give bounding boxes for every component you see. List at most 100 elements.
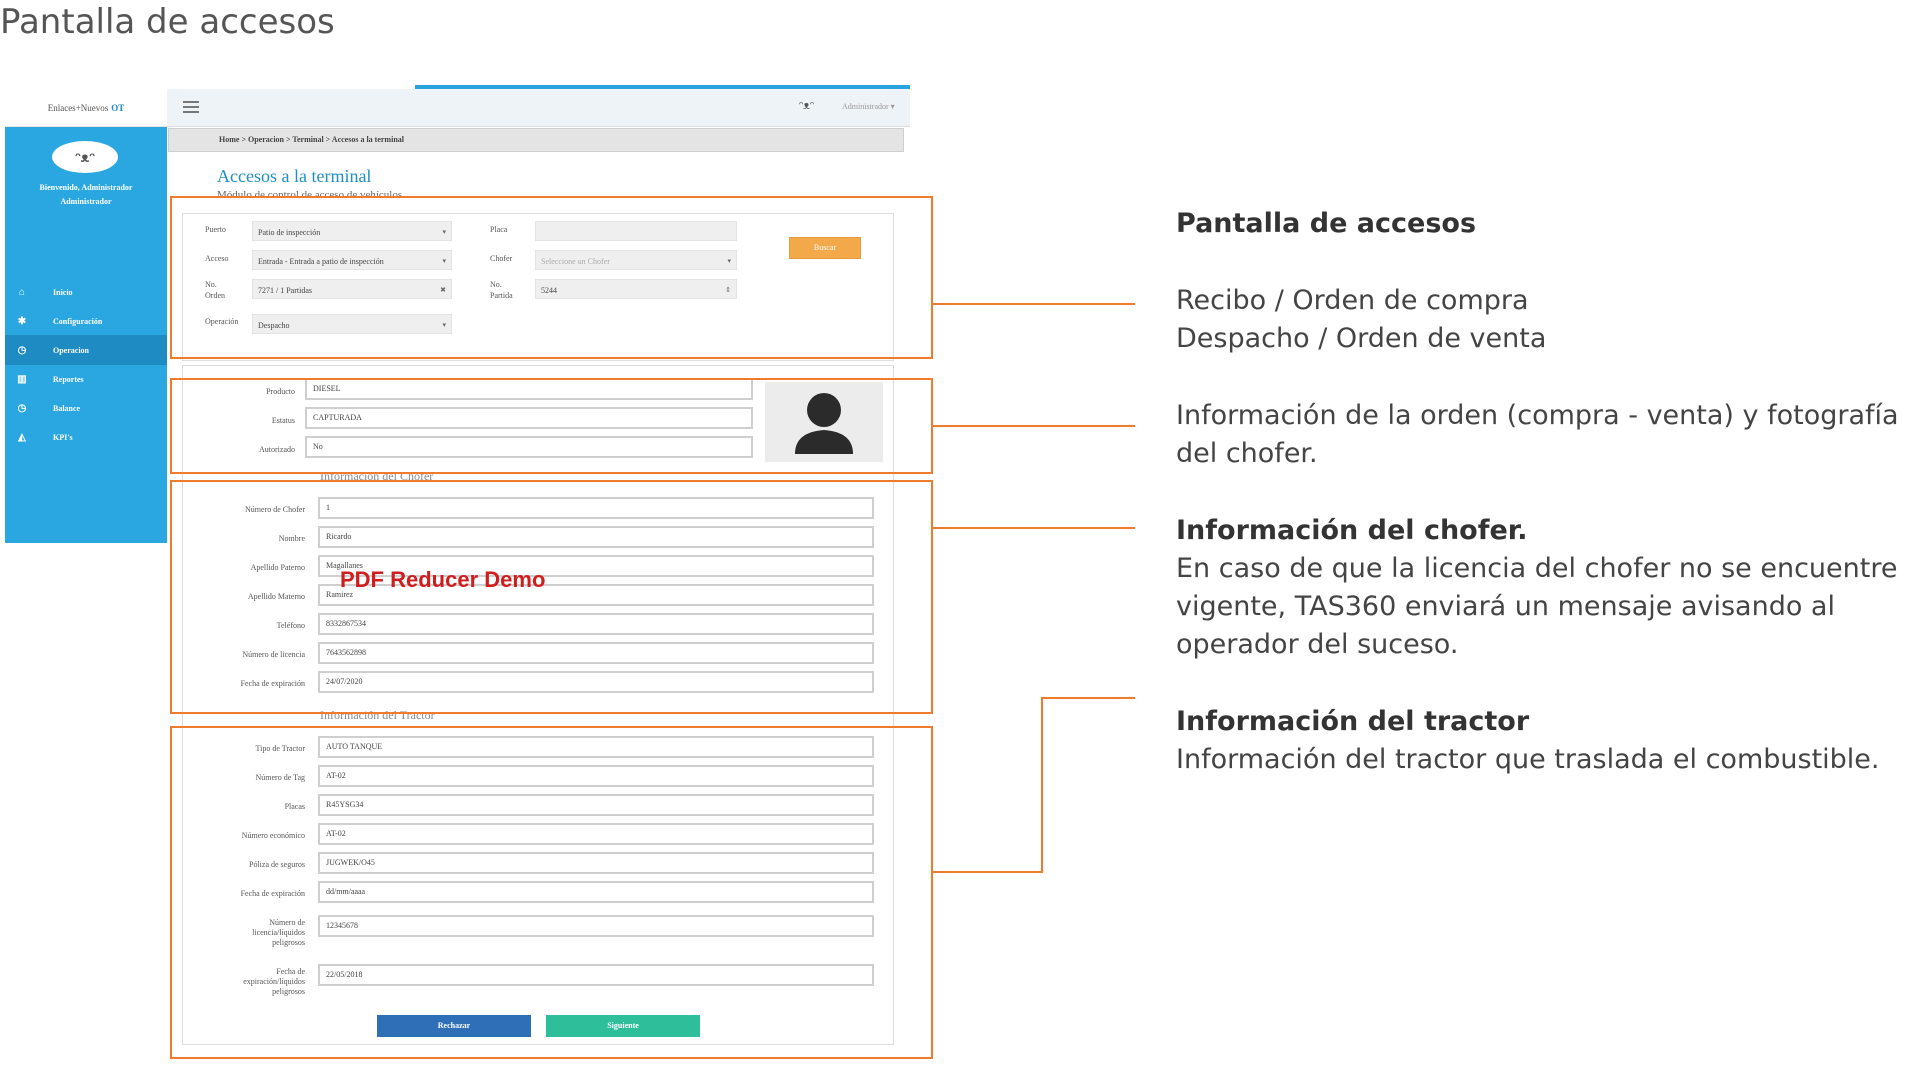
field-input[interactable]: JUGWEK/O45: [318, 852, 874, 874]
field-label: Placas: [284, 802, 305, 811]
hazmat-license-field[interactable]: 12345678: [318, 915, 874, 937]
placa-input[interactable]: [535, 221, 737, 241]
field-label: Apellido Materno: [247, 592, 305, 601]
welcome-text: Bienvenido, Administrador Administrador: [5, 181, 167, 209]
operacion-value: Despacho: [258, 321, 290, 330]
hamburger-menu-icon[interactable]: [183, 101, 199, 113]
stepper-icon[interactable]: ⇕: [725, 286, 731, 294]
clock-icon: ◷: [17, 402, 27, 414]
hazmat-exp-field[interactable]: 22/05/2018: [318, 964, 874, 986]
chofer-select[interactable]: Seleccione un Chofer▾: [535, 250, 737, 270]
field-label: Nombre: [278, 534, 305, 543]
field-label: Fecha de expiración: [240, 889, 305, 898]
sidebar-item-label: KPI's: [53, 432, 73, 442]
operacion-select[interactable]: Despacho ▾: [252, 314, 452, 334]
logo-text: Enlaces+Nuevos: [47, 102, 109, 113]
no-orden-label: No.Orden: [205, 280, 225, 300]
field-input[interactable]: Ricardo: [318, 526, 874, 548]
tractor-section-title: Información del Tractor: [320, 708, 435, 722]
estatus-field[interactable]: CAPTURADA: [305, 407, 753, 429]
person-icon: [795, 393, 853, 454]
highlight-driver-info: [170, 480, 933, 714]
annotation-orders: Recibo / Orden de compra Despacho / Orde…: [1176, 285, 1547, 354]
sidebar-item-reportes[interactable]: ▥ Reportes: [5, 364, 167, 394]
sidebar-item-configuracion[interactable]: ✱ Configuración: [5, 306, 167, 336]
field-input[interactable]: Ramirez: [318, 584, 874, 606]
field-label: Número de Tag: [255, 773, 306, 782]
field-input[interactable]: Magallanes: [318, 555, 874, 577]
connector-line: [933, 303, 1135, 305]
operacion-label: Operación: [205, 317, 239, 326]
annotation-order-photo: Información de la orden (compra - venta)…: [1176, 400, 1899, 469]
field-input[interactable]: AT-02: [318, 765, 874, 787]
top-progress-bar: [415, 85, 910, 89]
sidebar-item-operacion[interactable]: ◷Operacion: [5, 335, 167, 365]
acceso-select[interactable]: Entrada - Entrada a patio de inspección▾: [252, 250, 452, 270]
chevron-down-icon: ▾: [442, 228, 446, 236]
user-menu[interactable]: Administrador ▾: [842, 102, 895, 111]
reject-button[interactable]: Rechazar: [377, 1015, 531, 1037]
no-orden-select[interactable]: 7271 / 1 Partidas ✖: [252, 279, 452, 299]
sidebar-logo: ᵔᴥᵔ: [52, 141, 118, 173]
field-input[interactable]: 8332867534: [318, 613, 874, 635]
connector-line: [933, 425, 1135, 427]
sidebar-item-label: Reportes: [53, 374, 84, 384]
page-title: Accesos a la terminal: [217, 166, 372, 186]
connector-line: [1041, 697, 1135, 699]
sidebar-item-inicio[interactable]: ⌂Inicio: [5, 277, 167, 307]
sidebar-item-balance[interactable]: ◷ Balance: [5, 393, 167, 423]
field-label: Número de Chofer: [245, 505, 305, 514]
chevron-down-icon: ▾: [442, 257, 446, 265]
field-label: Póliza de seguros: [249, 860, 305, 869]
no-orden-value: 7271 / 1 Partidas: [258, 286, 312, 295]
sidebar-item-kpis[interactable]: ◭KPI's: [5, 422, 167, 452]
puerto-label: Puerto: [205, 225, 226, 234]
gear-icon: ✱: [17, 315, 27, 327]
field-input[interactable]: AUTO TANQUE: [318, 736, 874, 758]
field-input[interactable]: dd/mm/aaaa: [318, 881, 874, 903]
connector-line: [1041, 697, 1043, 873]
field-input[interactable]: 24/07/2020: [318, 671, 874, 693]
sidebar-item-label: Balance: [53, 403, 81, 413]
no-partida-value: 5244: [541, 286, 557, 295]
sidebar-item-label: Configuración: [53, 316, 103, 326]
chofer-label: Chofer: [490, 254, 513, 263]
autorizado-label: Autorizado: [259, 445, 295, 454]
driver-photo: [765, 382, 883, 462]
annotation-access-screen: Pantalla de accesos: [1176, 208, 1477, 239]
logo-suffix: OT: [111, 102, 125, 113]
app-logo[interactable]: Enlaces+Nuevos OT: [5, 89, 167, 127]
connector-line: [933, 527, 1135, 529]
app-screenshot: Enlaces+Nuevos OT ᵔᴥᵔ Administrador ▾ ᵔᴥ…: [5, 85, 910, 1073]
placa-label: Placa: [490, 225, 508, 234]
acceso-label: Acceso: [205, 254, 229, 263]
field-input[interactable]: 1: [318, 497, 874, 519]
no-partida-stepper[interactable]: 5244 ⇕: [535, 279, 737, 299]
chevron-down-icon: ▾: [442, 321, 446, 329]
field-input[interactable]: AT-02: [318, 823, 874, 845]
next-button[interactable]: Siguiente: [546, 1015, 700, 1037]
welcome-line-2: Administrador: [60, 197, 112, 206]
field-input[interactable]: 7643562898: [318, 642, 874, 664]
welcome-line-1: Bienvenido, Administrador: [39, 183, 133, 192]
clock-icon: ◷: [17, 344, 27, 356]
producto-label: Producto: [266, 387, 295, 396]
no-partida-label: No.Partida: [490, 280, 513, 300]
puerto-select[interactable]: Patio de inspección ▾: [252, 221, 452, 241]
puerto-value: Patio de inspección: [258, 228, 321, 237]
field-input[interactable]: R45YSG34: [318, 794, 874, 816]
top-bar: ᵔᴥᵔ Administrador ▾: [167, 89, 910, 127]
field-label: Tipo de Tractor: [255, 744, 306, 753]
bar-chart-icon: ▥: [17, 373, 27, 385]
estatus-label: Estatus: [271, 416, 295, 425]
autorizado-field[interactable]: No: [305, 436, 753, 458]
top-logo-icon: ᵔᴥᵔ: [799, 100, 814, 112]
field-label: Número económico: [241, 831, 305, 840]
clear-icon[interactable]: ✖: [440, 286, 446, 294]
home-icon: ⌂: [18, 286, 25, 298]
highlight-order-info: [170, 378, 933, 474]
search-button[interactable]: Buscar: [789, 237, 861, 259]
field-label: Teléfono: [276, 621, 305, 630]
breadcrumb: Home > Operacion > Terminal > Accesos a …: [168, 128, 904, 152]
